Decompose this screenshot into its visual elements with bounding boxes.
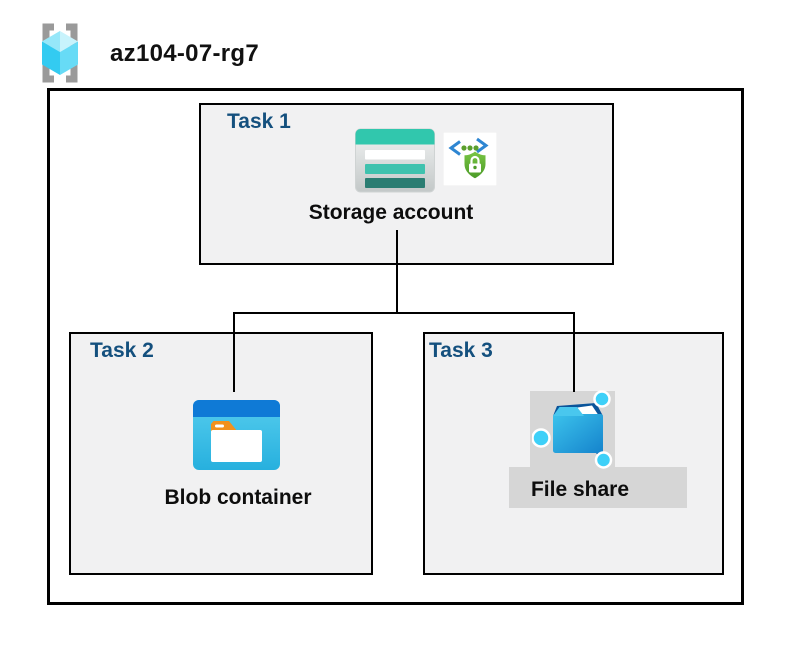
connector-storage-stem <box>396 230 398 313</box>
sas-security-icon <box>443 132 497 186</box>
resource-group-icon <box>42 23 78 83</box>
storage-account-icon <box>355 128 435 193</box>
blob-container-icon <box>193 400 280 470</box>
file-share-icon <box>532 390 613 469</box>
file-share-label-highlight <box>509 467 687 508</box>
task1-label: Task 1 <box>227 110 291 133</box>
connector-to-blob <box>233 312 235 392</box>
connector-to-fileshare <box>573 312 575 392</box>
connector-branch <box>233 312 575 314</box>
storage-account-label: Storage account <box>308 201 474 224</box>
blob-container-label: Blob container <box>164 486 312 509</box>
task3-label: Task 3 <box>429 339 493 362</box>
file-share-label: File share <box>530 478 630 501</box>
resource-group-name: az104-07-rg7 <box>110 40 260 67</box>
task2-label: Task 2 <box>90 339 154 362</box>
